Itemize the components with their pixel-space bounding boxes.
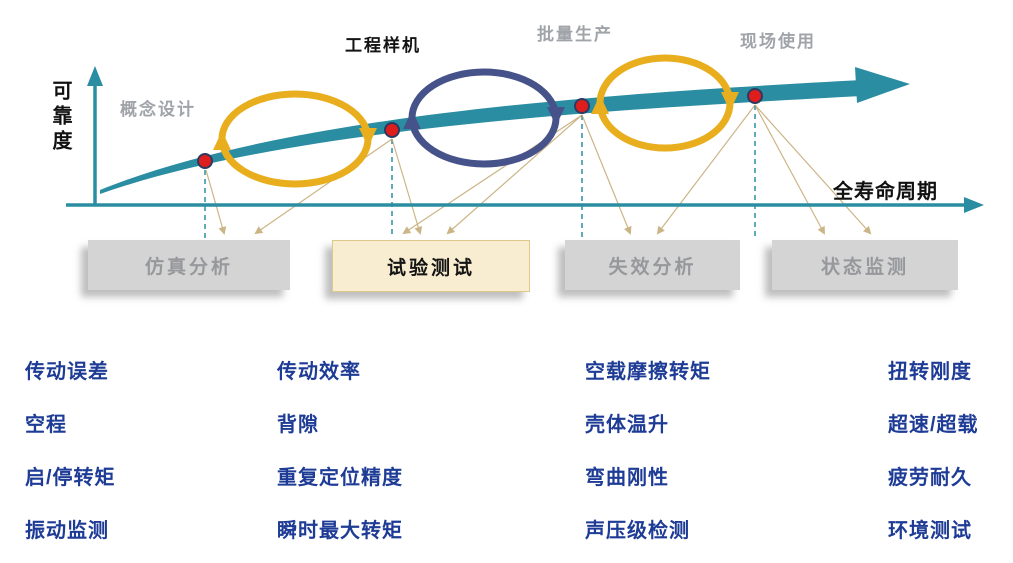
test-item: 声压级检测 bbox=[585, 520, 690, 542]
connector-arrow bbox=[205, 169, 227, 235]
connector-arrow bbox=[446, 114, 583, 235]
test-item: 传动误差 bbox=[25, 361, 109, 383]
stage-label-mass-production: 批量生产 bbox=[537, 25, 613, 44]
test-item: 疲劳耐久 bbox=[888, 467, 972, 489]
milestone-dots bbox=[197, 88, 763, 169]
test-item: 空载摩擦转矩 bbox=[585, 361, 711, 383]
connector-arrow bbox=[754, 104, 872, 235]
y-axis-arrow bbox=[87, 66, 103, 86]
activity-box-condition-monitoring: 状态监测 bbox=[772, 240, 958, 290]
iteration-loop-gold-1 bbox=[213, 90, 377, 188]
activity-label: 试验测试 bbox=[386, 257, 475, 279]
iteration-loop-navy bbox=[403, 68, 565, 168]
x-axis-arrow bbox=[964, 197, 984, 213]
connector-arrow bbox=[391, 138, 423, 235]
test-item: 重复定位精度 bbox=[277, 467, 403, 489]
test-item: 超速/超载 bbox=[888, 414, 979, 436]
milestone-dot-production bbox=[574, 98, 590, 114]
test-item: 壳体温升 bbox=[585, 414, 669, 436]
test-item-column-3: 空载摩擦转矩 壳体温升 弯曲刚性 声压级检测 bbox=[585, 346, 711, 558]
x-axis-label: 全寿命周期 bbox=[833, 181, 938, 203]
test-item: 环境测试 bbox=[888, 520, 972, 542]
connector-arrow bbox=[754, 104, 825, 235]
test-item: 扭转刚度 bbox=[888, 361, 972, 383]
loop-arc bbox=[213, 131, 372, 188]
connector-arrow bbox=[581, 114, 632, 235]
stage-label-engineering-prototype: 工程样机 bbox=[345, 36, 421, 55]
loop-arc bbox=[403, 110, 560, 168]
y-axis-label: 可靠度 bbox=[49, 80, 71, 155]
connector-arrow bbox=[656, 104, 756, 235]
activity-label: 失效分析 bbox=[608, 256, 697, 278]
test-item: 启/停转矩 bbox=[25, 467, 116, 489]
loop-arc bbox=[596, 54, 739, 111]
test-item: 弯曲刚性 bbox=[585, 467, 669, 489]
stage-label-concept-design: 概念设计 bbox=[120, 100, 196, 119]
loop-arc bbox=[408, 68, 565, 126]
activity-label: 状态监测 bbox=[820, 256, 909, 278]
test-item: 空程 bbox=[25, 414, 67, 436]
milestone-dot-field bbox=[747, 88, 763, 104]
test-item: 背隙 bbox=[277, 414, 319, 436]
loop-arc bbox=[591, 95, 734, 152]
test-item: 瞬时最大转矩 bbox=[277, 520, 403, 542]
curve-arrowhead bbox=[855, 67, 910, 103]
loop-arc bbox=[218, 90, 377, 147]
connector-arrow bbox=[254, 138, 393, 235]
connector-arrows bbox=[205, 104, 872, 235]
activity-box-testing: 试验测试 bbox=[332, 240, 530, 292]
diagram-canvas bbox=[66, 54, 984, 238]
milestone-dot-prototype bbox=[384, 122, 400, 138]
test-item: 振动监测 bbox=[25, 520, 109, 542]
test-item: 传动效率 bbox=[277, 361, 361, 383]
stage-label-field-use: 现场使用 bbox=[740, 32, 816, 51]
activity-label: 仿真分析 bbox=[144, 256, 233, 278]
milestone-dot-concept bbox=[197, 153, 213, 169]
iteration-loop-gold-2 bbox=[591, 54, 739, 152]
activity-box-failure-analysis: 失效分析 bbox=[565, 240, 740, 290]
test-item-column-4: 扭转刚度 超速/超载 疲劳耐久 环境测试 bbox=[888, 346, 979, 558]
activity-box-simulation-analysis: 仿真分析 bbox=[88, 240, 290, 290]
test-item-column-1: 传动误差 空程 启/停转矩 振动监测 bbox=[25, 346, 116, 558]
milestone-droplines bbox=[204, 105, 756, 238]
test-item-column-2: 传动效率 背隙 重复定位精度 瞬时最大转矩 bbox=[277, 346, 403, 558]
reliability-curve bbox=[100, 80, 862, 194]
